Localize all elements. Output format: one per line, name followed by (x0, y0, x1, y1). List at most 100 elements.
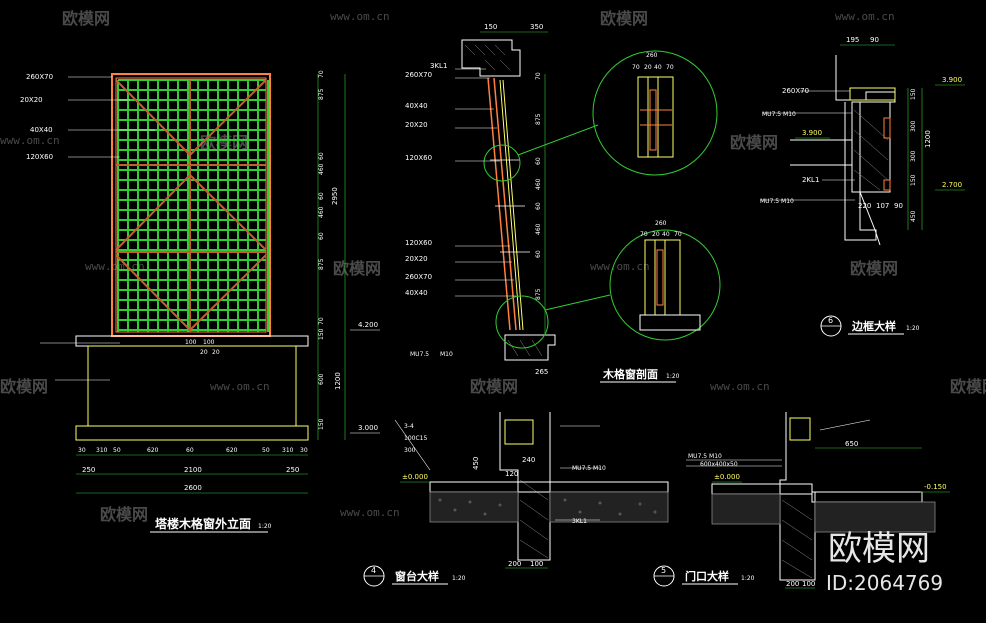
section-right-dim: 60 (535, 250, 542, 258)
detail6-top-dim: 90 (870, 36, 879, 44)
section-detailA-dim: 70 (666, 64, 674, 71)
detail4-level: ±0.000 (402, 473, 428, 481)
detail5-bottom-dim: 200 (786, 580, 799, 588)
detail4-dim: 120 (505, 470, 518, 478)
detail6-title: 边框大样 (851, 319, 896, 333)
section-detailA-dim: 70 (632, 64, 640, 71)
section-detailB-dim: 20 (652, 231, 660, 238)
section-detailA-dim: 260 (646, 52, 658, 59)
detail6-top-dim: 195 (846, 36, 859, 44)
elev-bottom-dim: 50 (262, 447, 270, 454)
detail4-label: 300 (404, 447, 416, 454)
detail6-right-dim: 150 (910, 174, 917, 186)
elev-right-dim: 60 (318, 152, 325, 160)
elev-small-dim: 20 (200, 349, 208, 356)
detail5-title: 门口大样 (685, 569, 729, 583)
detail6-right-dim: 150 (910, 88, 917, 100)
watermark-brand: 欧模网 (200, 133, 248, 152)
elev-right-dim: 460 (318, 206, 325, 218)
watermark-brand: 欧模网 (950, 377, 986, 396)
detail6-level-top: 3.900 (942, 76, 962, 84)
elevation-title: 塔楼木格窗外立面 (155, 516, 251, 531)
detail4-scale: 1:20 (452, 575, 466, 582)
detail6-label: 2KL1 (802, 176, 819, 184)
elev-bottom-dim: 30 (78, 447, 86, 454)
elev-small-dim: 100 (185, 339, 197, 346)
section-label: 20X20 (405, 255, 428, 263)
elev-bottom-dim: 620 (147, 447, 159, 454)
watermark-url: www.om.cn (710, 380, 770, 393)
detail4-bottom-dim: 100 (530, 560, 543, 568)
elev-label-260x70: 260X70 (26, 73, 53, 81)
elev-label-40x40: 40X40 (30, 126, 53, 134)
detail6-number: 6 (828, 316, 833, 325)
section-label: 20X20 (405, 121, 428, 129)
elev-label-20x20: 20X20 (20, 96, 43, 104)
elev-label-120x60: 120X60 (26, 153, 53, 161)
elev-bottom2-dim: 2100 (184, 466, 202, 474)
detail5-drawing: ±0.000 -0.150 MU7.5 M10 600x400x50 650 2… (653, 412, 950, 589)
detail5-level: ±0.000 (714, 473, 740, 481)
detail6-bottom-dim: 220 (858, 202, 871, 210)
detail4-label: 100C15 (404, 435, 427, 442)
elev-right-dim: 460 (318, 163, 325, 175)
elev-bottom2-dim: 250 (286, 466, 299, 474)
section-detailB-dim: 260 (655, 220, 667, 227)
detail4-number: 4 (371, 566, 376, 575)
section-right-dim: 460 (535, 178, 542, 190)
section-detailB-dim: 40 (662, 231, 670, 238)
elev-bottom-dim: 30 (300, 447, 308, 454)
section-detailA-dim: 20 (644, 64, 652, 71)
elev-bottom-dim: 60 (186, 447, 194, 454)
detail4-label: 3-4 (404, 423, 414, 430)
elev-level-upper: 4.200 (358, 321, 378, 329)
detail5-label: MU7.5 M10 (688, 453, 722, 460)
detail6-scale: 1:20 (906, 325, 920, 332)
detail5-scale: 1:20 (741, 575, 755, 582)
section-right-dim: 875 (535, 113, 542, 125)
detail6-bottom-dim: 90 (894, 202, 903, 210)
section-right-dim: 60 (535, 157, 542, 165)
elevation-drawing: 260X70 20X20 40X40 120X60 70 875 60 460 60 46… (20, 70, 380, 533)
section-label: 120X60 (405, 239, 432, 247)
elev-right-dim: 150 (318, 328, 325, 340)
detail6-label: MU7.5 M10 (762, 111, 796, 118)
section-drawing: 260 70 20 40 70 260 70 20 40 70 150 350 … (405, 23, 721, 383)
elev-right-dim: 70 (318, 317, 325, 325)
watermark-url: www.om.cn (85, 260, 145, 273)
watermark-brand: 欧模网 (470, 377, 518, 396)
watermark-brand: 欧模网 (100, 505, 148, 524)
section-top-dim: 350 (530, 23, 543, 31)
detail4-label: 3KL1 (572, 518, 587, 525)
elev-bottom-dim: 50 (113, 447, 121, 454)
section-label: 3KL1 (430, 62, 447, 70)
detail6-bottom-dim: 107 (876, 202, 889, 210)
detail6-right-dim: 450 (910, 210, 917, 222)
elev-bottom-dim: 620 (226, 447, 238, 454)
elev-right-dim: 60 (318, 192, 325, 200)
section-detailA-dim: 40 (654, 64, 662, 71)
elev-level-lower: 3.000 (358, 424, 378, 432)
detail4-dim: 450 (472, 457, 480, 470)
section-label: 40X40 (405, 289, 428, 297)
detail6-drawing: 195 90 3.900 2.700 3.900 260X70 MU7.5 M1… (760, 36, 965, 337)
detail4-drawing: ±0.000 3-4 100C15 300 MU7.5 M10 3KL1 450… (363, 412, 669, 587)
detail6-level-mid: 3.900 (802, 129, 822, 137)
section-scale: 1:20 (666, 373, 680, 380)
section-label: 260X70 (405, 273, 432, 281)
section-title: 木格窗剖面 (602, 367, 658, 381)
watermark-brand: 欧模网 (62, 9, 110, 28)
elev-dim-total-lower: 1200 (334, 372, 342, 390)
elev-bottom-dim: 310 (96, 447, 108, 454)
detail5-level: -0.150 (924, 483, 947, 491)
detail4-dim: 240 (522, 456, 535, 464)
elev-right-dim: 60 (318, 232, 325, 240)
elev-bottom3-dim: 2600 (184, 484, 202, 492)
section-bottom-label: M10 (440, 351, 453, 358)
elev-right-dim: 875 (318, 88, 325, 100)
watermark-url: www.om.cn (835, 10, 895, 23)
elev-small-dim: 100 (203, 339, 215, 346)
watermark-url: www.om.cn (340, 506, 400, 519)
watermark-url: www.om.cn (210, 380, 270, 393)
